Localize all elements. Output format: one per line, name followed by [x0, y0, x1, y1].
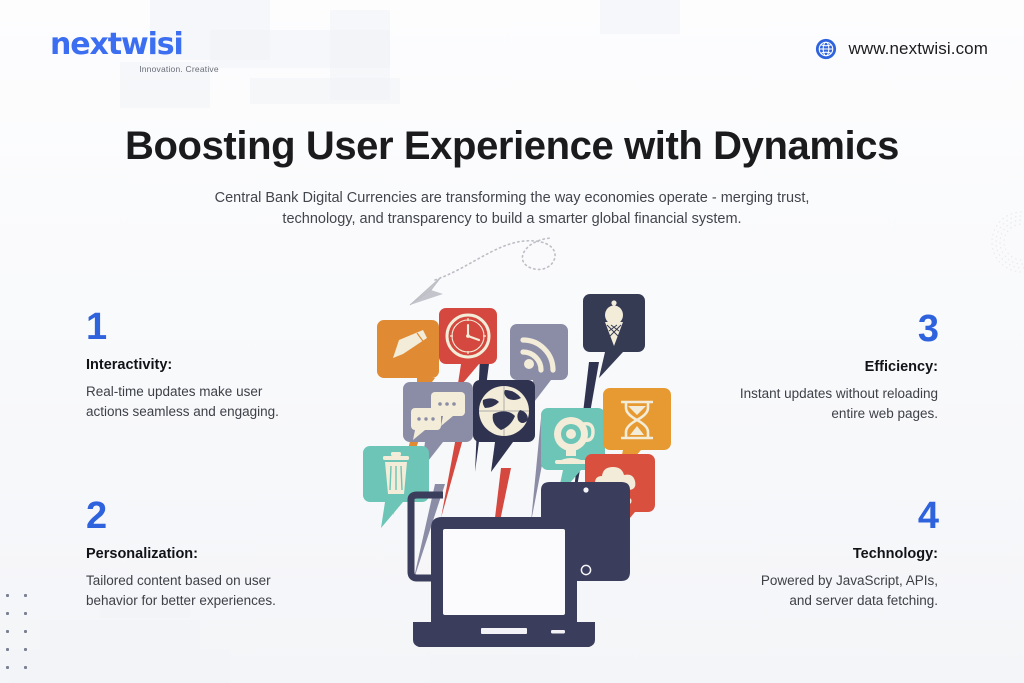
feature-title: Interactivity: — [86, 357, 173, 373]
dotted-curved-arrow-icon — [409, 237, 556, 306]
smartphone-icon — [407, 491, 443, 582]
clock-icon — [445, 313, 491, 359]
background-block — [120, 62, 210, 108]
website-url-text: www.nextwisi.com — [848, 39, 988, 58]
feature-item-2: 2 Personalization: Tailored content base… — [86, 497, 286, 611]
feature-description: Instant updates without reloading entire… — [739, 386, 938, 421]
trash-can-icon — [383, 452, 409, 494]
feature-number: 4 — [917, 495, 939, 537]
rss-icon — [520, 337, 556, 373]
logo-wordmark: nextwisi — [50, 27, 184, 62]
background-block — [330, 10, 390, 100]
feature-item-3: 3 Efficiency: Instant updates without re… — [738, 308, 939, 424]
feature-number: 3 — [917, 308, 939, 350]
background-block — [600, 0, 680, 34]
bubble-ice-cream — [583, 294, 645, 378]
feature-title: Technology: — [852, 546, 938, 562]
bubble-chat — [403, 382, 473, 470]
laptop-trackpad — [481, 628, 527, 634]
feature-item-1: 1 Interactivity: Real-time updates make … — [86, 308, 286, 422]
feature-description: Real-time updates make user actions seam… — [86, 384, 279, 419]
background-block — [430, 655, 560, 683]
feature-title: Efficiency: — [864, 359, 938, 375]
page-title: Boosting User Experience with Dynamics — [125, 124, 899, 168]
brand-logo[interactable]: nextwisi Innovation. Creative — [50, 27, 280, 75]
background-block — [10, 650, 230, 683]
laptop-icon — [413, 517, 595, 647]
background-block — [40, 620, 200, 650]
feature-title: Personalization: — [86, 546, 198, 562]
feature-description: Powered by JavaScript, APIs, and server … — [760, 573, 938, 608]
globe-icon — [816, 38, 837, 60]
feature-item-4: 4 Technology: Powered by JavaScript, API… — [738, 495, 939, 611]
hourglass-icon — [621, 400, 653, 440]
webcam-icon — [554, 417, 595, 464]
feature-number: 1 — [86, 306, 107, 348]
dot-grid-decoration — [6, 594, 42, 683]
bubble-rss — [510, 324, 568, 406]
feature-number: 2 — [86, 495, 107, 537]
chat-bubbles-icon — [411, 392, 465, 440]
background-block — [100, 596, 190, 618]
radial-lines-decoration — [991, 211, 1024, 273]
logo-tagline: Innovation. Creative — [139, 64, 219, 74]
device-group — [407, 482, 630, 647]
bubble-clock — [439, 308, 497, 390]
bubble-trash — [363, 446, 429, 528]
ice-cream-icon — [605, 300, 623, 346]
website-link[interactable]: www.nextwisi.com — [815, 38, 988, 60]
central-illustration — [363, 237, 671, 647]
feature-description: Tailored content based on user behavior … — [86, 573, 276, 608]
bubble-globe — [473, 380, 535, 472]
pencil-icon — [393, 330, 427, 358]
globe-world-icon — [479, 386, 529, 436]
page-subtitle: Central Bank Digital Currencies are tran… — [214, 190, 810, 227]
